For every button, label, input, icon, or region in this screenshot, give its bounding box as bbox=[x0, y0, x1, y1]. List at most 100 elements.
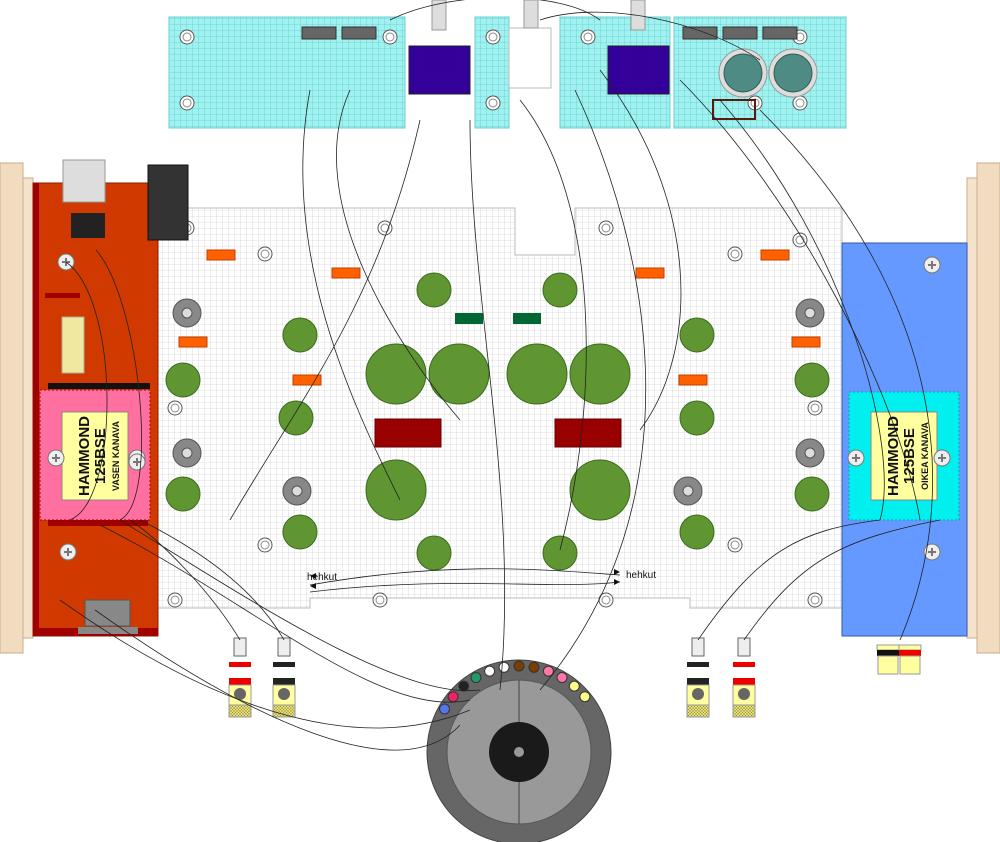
trimmer-pot-shaft bbox=[804, 307, 816, 319]
wire bbox=[519, 99, 587, 551]
tube-socket-small bbox=[679, 400, 715, 436]
capacitor-red bbox=[554, 418, 622, 448]
binding-post-knurl bbox=[732, 704, 756, 718]
screw-cross bbox=[852, 454, 860, 462]
wire bbox=[759, 109, 933, 641]
left-transformer-label: HAMMOND 125BSE VASEN KANAVA bbox=[76, 416, 121, 496]
tube-socket-small bbox=[794, 476, 830, 512]
relay-outline bbox=[712, 99, 756, 120]
toroid-lead-terminal bbox=[484, 665, 496, 677]
tube-socket-small bbox=[282, 317, 318, 353]
volume-pot bbox=[408, 45, 471, 95]
mounting-hole-inner bbox=[182, 98, 192, 108]
toroid-center-hole bbox=[514, 747, 524, 757]
pot-shaft bbox=[630, 0, 646, 31]
wire bbox=[679, 79, 921, 521]
headphone-jack bbox=[147, 164, 189, 241]
wire bbox=[94, 609, 461, 751]
toroid-lead-terminal bbox=[556, 672, 568, 684]
mounting-hole bbox=[257, 246, 273, 262]
components-layer bbox=[47, 0, 951, 842]
toroid-lead-terminal bbox=[447, 691, 459, 703]
tube-socket-small bbox=[416, 272, 452, 308]
binding-post-collar bbox=[687, 662, 709, 667]
rca-flange bbox=[876, 644, 900, 651]
screw-cross bbox=[133, 458, 141, 466]
trimmer-pot-shaft bbox=[804, 447, 816, 459]
screw-cross bbox=[52, 454, 60, 462]
tube-socket-small bbox=[278, 400, 314, 436]
power-switch-body bbox=[71, 213, 105, 238]
mounting-hole bbox=[179, 95, 195, 111]
binding-post-cap bbox=[229, 678, 251, 685]
toggle-switch bbox=[682, 26, 718, 40]
mounting-hole-inner bbox=[810, 595, 820, 605]
arrow-head bbox=[310, 573, 316, 579]
mounting-hole-inner bbox=[601, 223, 611, 233]
mounting-hole bbox=[485, 29, 501, 45]
wire bbox=[309, 568, 621, 586]
tube-socket-large bbox=[569, 343, 631, 405]
arrow-head bbox=[310, 583, 316, 589]
binding-post-thread bbox=[691, 637, 705, 657]
tube-socket-small bbox=[282, 514, 318, 550]
wire bbox=[95, 249, 142, 521]
trimmer-pot-shaft bbox=[682, 485, 694, 497]
mounting-hole bbox=[382, 29, 398, 45]
tube-socket-small bbox=[165, 362, 201, 398]
mounting-hole-inner bbox=[810, 403, 820, 413]
binding-post-cap bbox=[273, 678, 295, 685]
right-transformer-label: HAMMOND 125BSE OIKEA KANAVA bbox=[885, 416, 930, 496]
fuse-holder bbox=[61, 316, 85, 374]
toroid-lead-terminal bbox=[439, 703, 451, 715]
resistor-orange bbox=[635, 267, 665, 279]
mounting-hole bbox=[598, 220, 614, 236]
trimmer-pot-shaft bbox=[181, 307, 193, 319]
binding-post-cap bbox=[687, 678, 709, 685]
wire bbox=[99, 524, 471, 703]
arrow-head bbox=[614, 579, 620, 585]
resistor-orange bbox=[178, 336, 208, 348]
binding-post-collar bbox=[273, 662, 295, 667]
mounting-hole-inner bbox=[730, 540, 740, 550]
wire bbox=[539, 11, 761, 61]
tube-socket-small bbox=[794, 362, 830, 398]
wire bbox=[129, 519, 241, 641]
wire bbox=[719, 99, 885, 521]
binding-post-knurl bbox=[272, 704, 296, 718]
mounting-hole bbox=[580, 29, 596, 45]
resistor-orange bbox=[791, 336, 821, 348]
mounting-hole-inner bbox=[795, 98, 805, 108]
toggle-switch bbox=[341, 26, 377, 40]
mounting-hole bbox=[792, 95, 808, 111]
toggle-switch bbox=[762, 26, 798, 40]
mounting-hole bbox=[807, 592, 823, 608]
mounting-hole-inner bbox=[260, 249, 270, 259]
binding-post-hole bbox=[692, 688, 704, 700]
toroid-lead-terminal bbox=[470, 672, 482, 684]
tube-socket-large bbox=[365, 459, 427, 521]
wire bbox=[229, 119, 421, 521]
mounting-hole bbox=[807, 400, 823, 416]
binding-post-knurl bbox=[686, 704, 710, 718]
resistor-orange bbox=[678, 374, 708, 386]
mounting-hole-inner bbox=[170, 595, 180, 605]
binding-post-hole bbox=[278, 688, 290, 700]
rotary-control-inner bbox=[773, 53, 813, 93]
mounting-hole-inner bbox=[260, 540, 270, 550]
pot-shaft bbox=[431, 0, 447, 31]
wire bbox=[599, 69, 682, 431]
arrow-head bbox=[614, 569, 620, 575]
right-transformer-brand: HAMMOND bbox=[885, 416, 902, 496]
binding-post-knurl bbox=[228, 704, 252, 718]
mounting-hole-inner bbox=[583, 32, 593, 42]
rotary-control-inner bbox=[723, 53, 763, 93]
right-transformer-channel: OIKEA KANAVA bbox=[920, 422, 930, 490]
resistor-orange bbox=[331, 267, 361, 279]
wire bbox=[119, 519, 481, 692]
wood-panel-left bbox=[0, 162, 34, 654]
tube-socket-large bbox=[569, 459, 631, 521]
toroid-lead-terminal bbox=[498, 661, 510, 673]
mounting-hole-inner bbox=[488, 32, 498, 42]
mounting-hole bbox=[485, 95, 501, 111]
